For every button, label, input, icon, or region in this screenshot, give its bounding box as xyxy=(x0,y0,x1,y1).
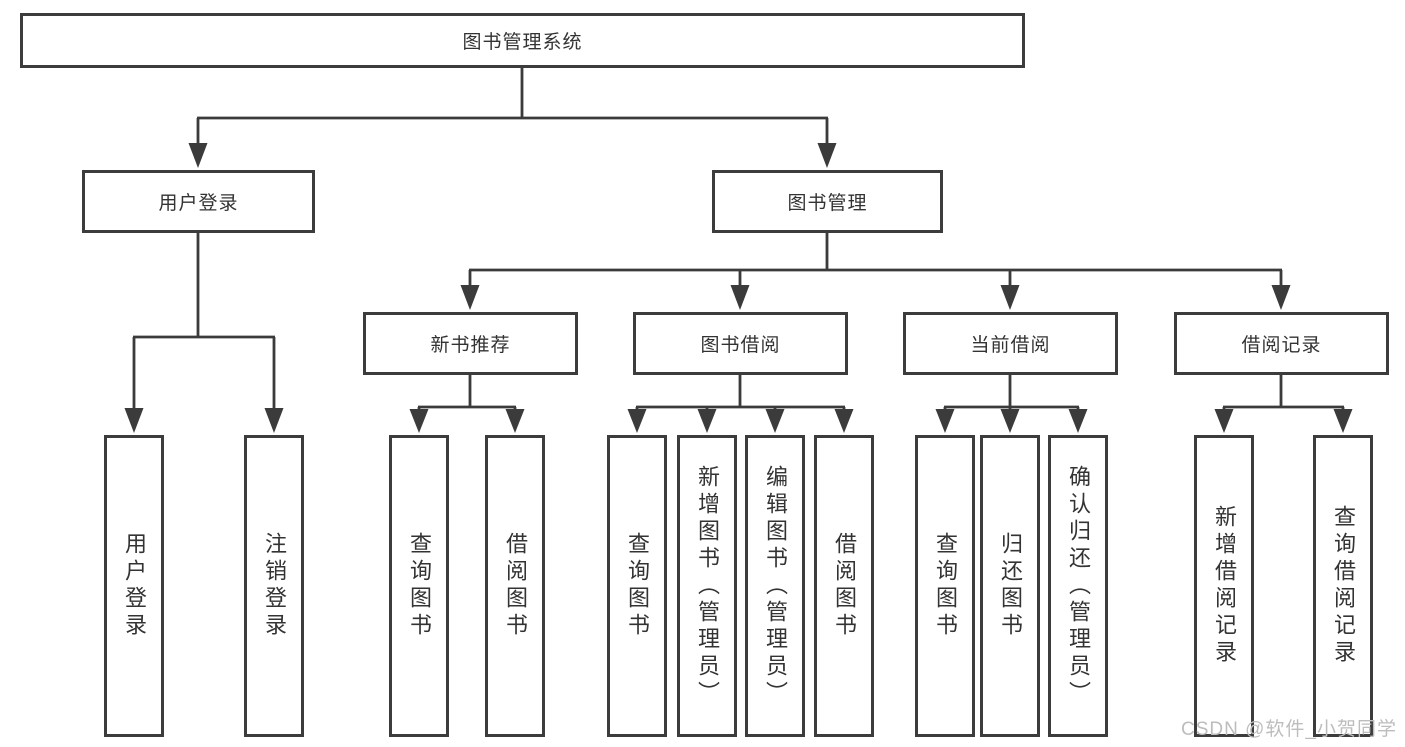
node-label: 当前借阅 xyxy=(970,335,1051,356)
node-new-book-recommend: 新书推荐 xyxy=(363,312,578,375)
node-label: 图书管理系统 xyxy=(462,32,583,53)
leaf-query-books-borrow: 查询图书 xyxy=(607,435,667,737)
node-label: 用户登录 xyxy=(158,193,239,214)
node-user-login: 用户登录 xyxy=(82,170,315,233)
leaf-edit-book-admin: 编辑图书（管理员） xyxy=(745,435,805,737)
connector-user-login-children xyxy=(124,233,284,433)
leaf-confirm-return-admin: 确认归还（管理员） xyxy=(1048,435,1108,737)
node-label: 查询图书 xyxy=(625,532,650,640)
leaf-add-book-admin: 新增图书（管理员） xyxy=(677,435,737,737)
connector-borrow-record-children xyxy=(1214,375,1353,433)
node-label: 查询图书 xyxy=(407,532,432,640)
node-label: 编辑图书（管理员） xyxy=(763,464,788,708)
node-book-management: 图书管理 xyxy=(712,170,943,233)
leaf-query-borrow-record: 查询借阅记录 xyxy=(1313,435,1373,737)
node-label: 新书推荐 xyxy=(430,335,511,356)
leaf-borrow-books-recommend: 借阅图书 xyxy=(485,435,545,737)
csdn-watermark: CSDN @软件_小贺同学 xyxy=(1181,719,1397,740)
node-label: 用户登录 xyxy=(122,532,147,640)
connector-current-borrow-children xyxy=(935,375,1088,433)
leaf-query-books-current: 查询图书 xyxy=(915,435,975,737)
node-label: 查询借阅记录 xyxy=(1331,505,1356,667)
node-label: 新增图书（管理员） xyxy=(695,464,720,708)
connector-book-management-to-level3 xyxy=(460,233,1291,310)
node-label: 查询图书 xyxy=(933,532,958,640)
leaf-return-book: 归还图书 xyxy=(980,435,1040,737)
node-book-borrow: 图书借阅 xyxy=(633,312,848,375)
connector-new-book-children xyxy=(409,375,525,433)
node-label: 借阅图书 xyxy=(832,532,857,640)
node-label: 确认归还（管理员） xyxy=(1066,464,1091,708)
node-label: 借阅记录 xyxy=(1241,335,1322,356)
leaf-borrow-books: 借阅图书 xyxy=(814,435,874,737)
leaf-logout: 注销登录 xyxy=(244,435,304,737)
node-label: 注销登录 xyxy=(262,532,287,640)
connector-root-to-level2 xyxy=(188,68,837,168)
leaf-query-books-recommend: 查询图书 xyxy=(389,435,449,737)
node-label: 新增借阅记录 xyxy=(1212,505,1237,667)
node-borrow-records: 借阅记录 xyxy=(1174,312,1389,375)
node-current-borrow: 当前借阅 xyxy=(903,312,1118,375)
node-label: 图书管理 xyxy=(787,193,868,214)
leaf-user-login: 用户登录 xyxy=(104,435,164,737)
node-label: 图书借阅 xyxy=(700,335,781,356)
node-root: 图书管理系统 xyxy=(20,13,1025,68)
leaf-add-borrow-record: 新增借阅记录 xyxy=(1194,435,1254,737)
node-label: 归还图书 xyxy=(998,532,1023,640)
node-label: 借阅图书 xyxy=(503,532,528,640)
connector-book-borrow-children xyxy=(627,375,854,433)
